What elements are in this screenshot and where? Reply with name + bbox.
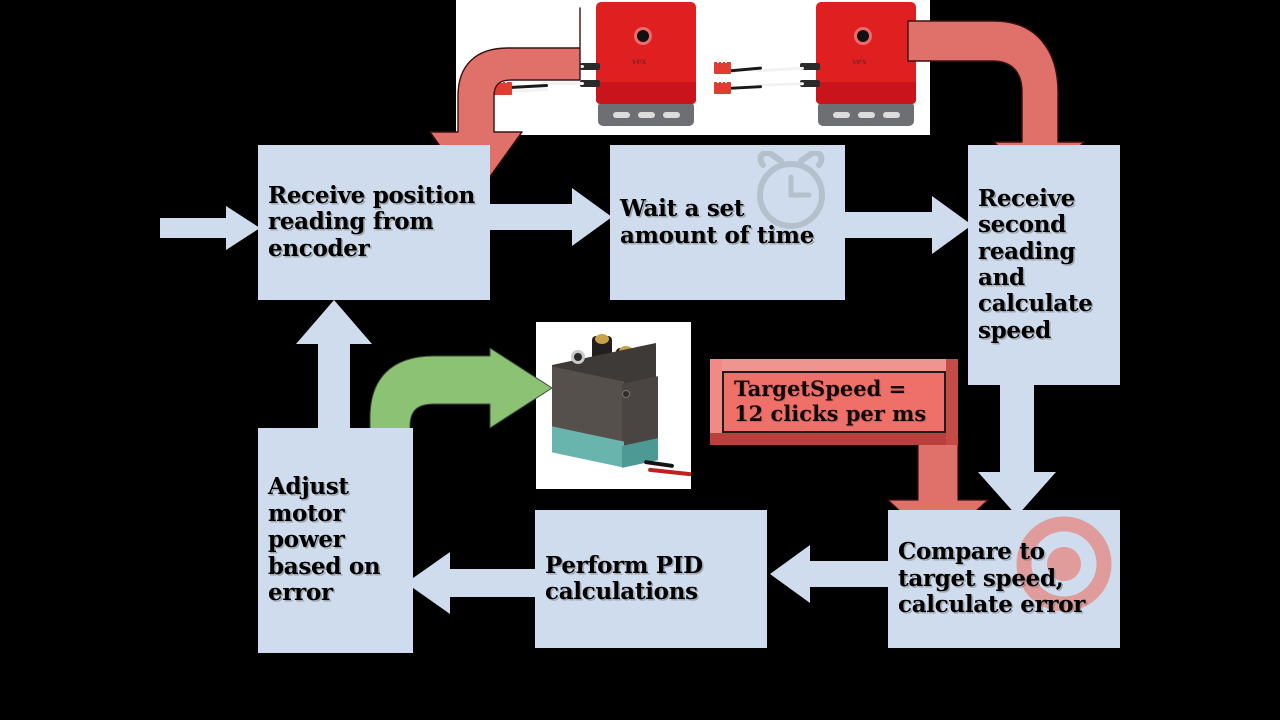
encoder-photo: vex vex: [456, 0, 930, 135]
node-adjust-motor-label: Adjust motor power based on error: [268, 473, 381, 607]
callout-bevel-left: [710, 359, 722, 445]
pid-to-adjust-arrow: [406, 552, 536, 614]
node-wait-time-label: Wait a set amount of time: [620, 195, 815, 249]
callout-bevel-top: [710, 359, 958, 371]
node-compare-target[interactable]: Compare to target speed, calculate error: [888, 510, 1120, 648]
callout-bevel-right: [946, 359, 958, 445]
bullseye-target-icon: [1012, 512, 1116, 620]
entry-arrow: [160, 206, 260, 250]
node-wait-time[interactable]: Wait a set amount of time: [610, 145, 845, 300]
position-to-wait-arrow: [488, 188, 612, 246]
wait-to-second-arrow: [842, 196, 972, 254]
second-to-compare-arrow: [978, 368, 1056, 516]
callout-inner: TargetSpeed = 12 clicks per ms: [722, 371, 946, 433]
callout-label: TargetSpeed = 12 clicks per ms: [734, 376, 927, 426]
node-receive-second[interactable]: Receive second reading and calculate spe…: [968, 145, 1120, 385]
adjust-to-motor-arrow: [362, 347, 553, 515]
alarm-clock-icon: [743, 149, 839, 235]
motor-photo: [536, 322, 691, 489]
node-receive-position[interactable]: Receive position reading from encoder: [258, 145, 490, 300]
node-receive-position-label: Receive position reading from encoder: [268, 181, 475, 262]
target-speed-callout[interactable]: TargetSpeed = 12 clicks per ms: [710, 359, 958, 445]
node-compare-target-label: Compare to target speed, calculate error: [898, 538, 1086, 619]
node-adjust-motor[interactable]: Adjust motor power based on error: [258, 428, 413, 653]
compare-to-pid-arrow: [770, 545, 892, 603]
encoder-to-second-arrow: [907, 18, 1085, 185]
node-receive-second-label: Receive second reading and calculate spe…: [978, 184, 1093, 344]
node-perform-pid-label: Perform PID calculations: [545, 551, 703, 605]
adjust-to-position-arrow: [296, 300, 372, 440]
node-perform-pid[interactable]: Perform PID calculations: [535, 510, 767, 648]
callout-bevel-bottom: [710, 433, 958, 445]
